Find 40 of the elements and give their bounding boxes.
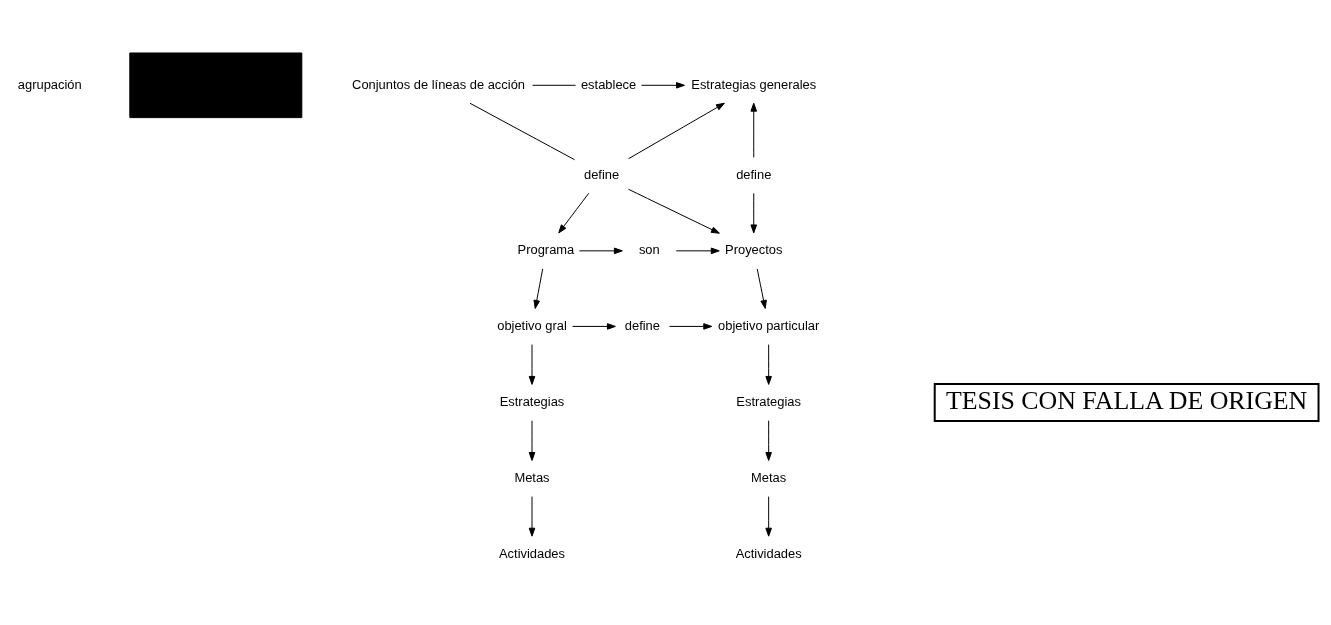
node-text: Proyectos <box>725 242 783 258</box>
arrow <box>528 496 536 537</box>
arrow <box>675 247 720 255</box>
node-text: establece <box>580 76 637 92</box>
arrow <box>765 496 772 537</box>
node-text: son <box>638 242 660 258</box>
arrow <box>528 344 536 385</box>
node-text: Estrategias <box>499 393 565 409</box>
arrow <box>578 247 623 255</box>
node-text: Metas <box>514 469 550 485</box>
node-bar <box>129 52 303 119</box>
arrow <box>765 344 772 385</box>
connector <box>532 84 577 86</box>
arrow <box>750 192 758 234</box>
arrow <box>628 102 725 160</box>
label: agrupación <box>17 76 82 92</box>
node-text: Estrategias <box>736 393 801 409</box>
node-text: Metas <box>751 469 787 485</box>
node-text: Actividades <box>735 545 802 561</box>
arrow <box>640 82 685 89</box>
arrow <box>669 323 713 330</box>
node-text: Conjuntos de líneas de acción <box>352 76 525 92</box>
node-text: objetivo gral <box>497 317 567 333</box>
node-text: Programa <box>517 242 575 258</box>
node-text: define <box>584 166 620 182</box>
node-text: objetivo particular <box>718 317 820 333</box>
connector <box>469 102 576 161</box>
arrow <box>750 102 758 158</box>
arrow <box>756 268 767 309</box>
arrow <box>558 192 590 234</box>
node-text: Estrategias generales <box>691 76 817 92</box>
node-box: TESIS CON FALLA DE ORIGEN <box>933 383 1320 422</box>
arrow <box>528 420 536 461</box>
arrow <box>765 420 772 461</box>
arrow <box>533 268 544 309</box>
node-text: define <box>624 317 660 333</box>
node-text: Actividades <box>499 545 566 561</box>
arrow <box>627 188 720 234</box>
node-text: define <box>736 166 772 182</box>
arrow <box>572 323 616 330</box>
